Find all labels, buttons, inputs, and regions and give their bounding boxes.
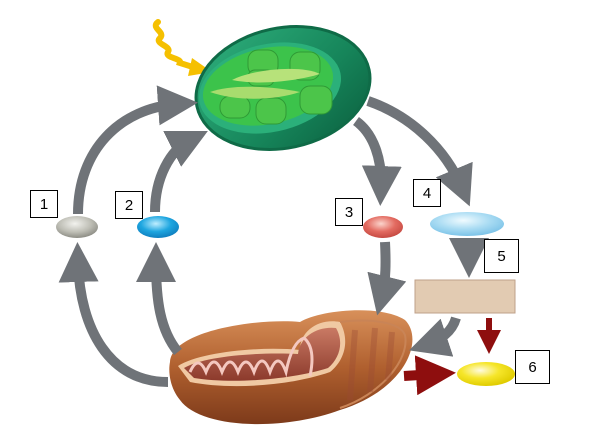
label-1: 1: [30, 190, 58, 218]
sunlight-icon: [152, 19, 212, 76]
red-arrows: [403, 318, 501, 396]
label-2: 2: [115, 191, 143, 219]
stroma-lamella: [232, 68, 320, 83]
arrow-m3-to-mitochondrion: [367, 241, 407, 316]
arrow-m2-to-chloroplast: [150, 131, 208, 213]
molecule-1: [56, 216, 98, 238]
label-5: 5: [484, 239, 519, 273]
molecule-6: [457, 362, 515, 386]
stroma-lamella: [210, 86, 300, 99]
arrow-m1-to-chloroplast: [73, 85, 198, 215]
arrow-chloroplast-to-m3: [352, 116, 402, 206]
molecule-3: [363, 216, 403, 238]
molecule-4: [430, 212, 504, 236]
arrow-chloroplast-to-m4: [366, 96, 473, 207]
arrows: [58, 85, 489, 387]
arrow-mito-to-m6: [403, 355, 456, 396]
label-4: 4: [413, 179, 441, 207]
label-6: 6: [515, 350, 550, 384]
cristae-ridges: [347, 327, 395, 401]
arrow-mito-to-m2: [136, 242, 182, 356]
arrow-mito-to-m1: [58, 242, 169, 387]
arrow-m5-to-mitochondrion: [409, 316, 461, 357]
molecule-2: [137, 216, 179, 238]
mitochondrion: [169, 310, 413, 425]
label-3: 3: [335, 198, 363, 226]
molecule-5: [414, 279, 516, 314]
chloroplast: [194, 25, 372, 151]
